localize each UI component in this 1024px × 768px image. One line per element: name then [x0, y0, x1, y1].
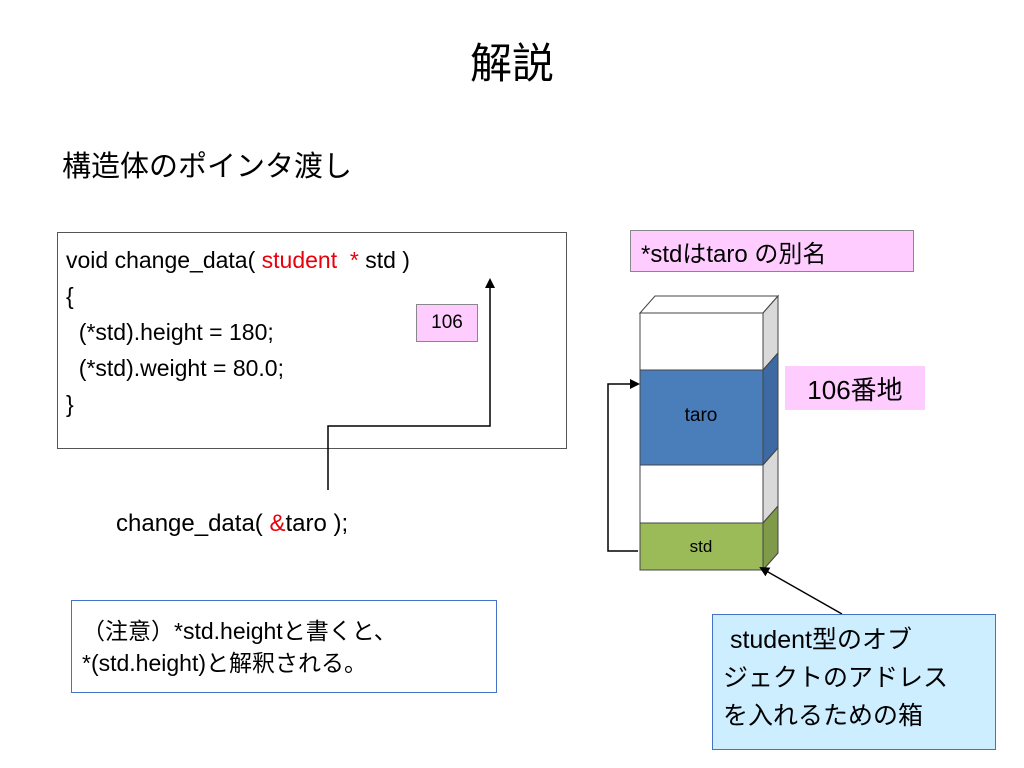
page-title: 解説 [469, 39, 554, 88]
callout-line-1: student型のオブ [723, 626, 912, 654]
code-line-open-brace: { [66, 283, 74, 309]
section-subtitle: 構造体のポインタ渡し [62, 149, 353, 183]
callout-line-2: ジェクトのアドレス [723, 664, 949, 692]
note-box: （注意）*std.heightと書くと、 *(std.height)と解釈される… [71, 600, 497, 693]
std-block-label: std [690, 537, 713, 556]
std-to-taro-arrow [607, 379, 640, 552]
callout-line-3: を入れるための箱 [723, 702, 924, 730]
code-line-signature: void change_data( student * std ) [66, 245, 410, 275]
callout-box: student型のオブ ジェクトのアドレス を入れるための箱 [712, 614, 996, 750]
memory-block-middle [639, 446, 779, 525]
memory-block-std: std [639, 504, 779, 572]
code-line-close-brace: } [66, 391, 74, 417]
code-box: void change_data( student * std ) { (*st… [57, 232, 567, 449]
memory-block-top [638, 294, 780, 372]
taro-block-label: taro [685, 405, 718, 426]
callout-pointer-line [759, 567, 843, 615]
function-call: change_data( &taro ); [116, 508, 348, 540]
code-line-height: (*std).height = 180; [66, 319, 274, 345]
address-of-operator: & [269, 510, 286, 537]
code-pointer-star: * [343, 247, 359, 273]
code-signature-prefix: void change_data( [66, 247, 262, 273]
memory-block-taro: taro [639, 351, 779, 467]
address-label: 106番地 [785, 366, 925, 410]
address-tag: 106 [416, 304, 478, 342]
note-line-2: *(std.height)と解釈される。 [82, 650, 368, 676]
code-param-type: student [261, 247, 344, 273]
code-signature-suffix: std ) [358, 247, 410, 273]
call-prefix: change_data( [116, 510, 270, 537]
note-line-1: （注意）*std.heightと書くと、 [82, 618, 397, 644]
call-suffix: taro ); [285, 510, 349, 537]
alias-label: *stdはtaro の別名 [630, 230, 914, 272]
code-line-weight: (*std).weight = 80.0; [66, 355, 284, 381]
